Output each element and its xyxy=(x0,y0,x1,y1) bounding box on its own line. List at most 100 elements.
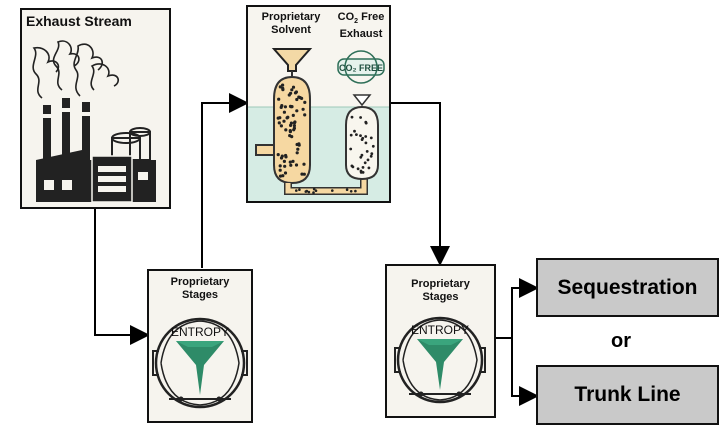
particle-dot xyxy=(307,190,311,194)
particle-dot xyxy=(361,166,365,169)
particle-dot xyxy=(287,93,291,97)
particle-dot xyxy=(291,113,295,117)
particle-dot xyxy=(278,116,282,120)
particle-dot xyxy=(280,104,284,108)
arrow-stage1-to-absorber xyxy=(201,93,249,268)
particle-dot xyxy=(291,85,296,89)
particle-dot xyxy=(349,133,353,137)
particle-dot xyxy=(293,91,298,95)
co2-label-main: CO xyxy=(337,11,355,23)
solvent-label-line2: Solvent xyxy=(271,24,311,36)
arrow-to-sequestration xyxy=(496,278,539,339)
particle-dot xyxy=(367,166,371,170)
particle-dot xyxy=(351,165,355,169)
entropy-logo-icon: ENTROPY xyxy=(394,316,486,404)
particle-dot xyxy=(289,121,293,125)
particle-dot xyxy=(371,144,375,148)
particle-dot xyxy=(295,97,299,102)
stage1-title: Proprietary Stages xyxy=(149,276,251,302)
particle-dot xyxy=(281,83,285,87)
particle-dot xyxy=(363,161,367,165)
particle-dot xyxy=(277,121,281,125)
particle-dot xyxy=(302,162,306,166)
particle-dot xyxy=(364,121,368,125)
particle-dot xyxy=(285,116,289,120)
arrow-exhaust-to-stage1 xyxy=(94,208,150,345)
particle-dot xyxy=(278,164,282,168)
co2-free-label: CO2 Free Exhaust xyxy=(332,11,390,41)
particle-dot xyxy=(349,190,353,193)
stage2-line1: Proprietary xyxy=(411,278,470,290)
particle-dot xyxy=(295,151,299,155)
particle-dot xyxy=(292,124,296,128)
particle-dot xyxy=(359,116,362,119)
entropy-logo-text: ENTROPY xyxy=(171,325,229,339)
or-label: or xyxy=(611,330,631,352)
particle-dot xyxy=(283,164,287,168)
particle-dot xyxy=(288,129,292,133)
particle-dot xyxy=(278,168,282,172)
exhaust-stream-title: Exhaust Stream xyxy=(26,13,132,29)
particle-dot xyxy=(360,138,364,142)
particle-dot xyxy=(356,167,360,171)
particle-dot xyxy=(360,153,364,157)
co2-free-badge: CO₂ FREE xyxy=(339,63,383,73)
particle-dot xyxy=(293,120,297,124)
co2-label-line2: Exhaust xyxy=(339,28,383,41)
particle-dot xyxy=(364,135,368,138)
particle-dot xyxy=(349,147,353,151)
solvent-particles xyxy=(276,83,375,194)
arrow-to-trunk-line xyxy=(511,338,539,406)
particle-dot xyxy=(276,153,280,157)
particle-dot xyxy=(290,88,294,92)
particle-dot xyxy=(278,85,282,89)
particle-dot xyxy=(355,133,358,136)
particle-dot xyxy=(283,105,287,109)
particle-dot xyxy=(301,107,305,111)
stage1-line2: Stages xyxy=(181,289,219,301)
solvent-label: Proprietary Solvent xyxy=(251,11,331,37)
trunk-line-box: Trunk Line xyxy=(536,365,719,425)
particle-dot xyxy=(370,152,374,156)
particle-dot xyxy=(296,147,300,151)
particle-dot xyxy=(304,190,308,193)
particle-dot xyxy=(288,134,292,138)
particle-dot xyxy=(282,119,286,123)
particle-dot xyxy=(359,155,363,159)
factory-icon xyxy=(32,40,156,203)
particle-dot xyxy=(288,160,292,164)
particle-dot xyxy=(278,174,283,178)
particle-dot xyxy=(291,159,295,163)
particle-dot xyxy=(298,188,301,191)
particle-dot xyxy=(289,105,293,109)
proprietary-stages-2: Proprietary Stages ENTROPY xyxy=(385,264,496,418)
particle-dot xyxy=(369,154,373,158)
particle-dot xyxy=(359,171,363,174)
particle-dot xyxy=(295,109,299,113)
sequestration-box: Sequestration xyxy=(536,258,719,317)
particle-dot xyxy=(303,113,307,117)
exhaust-stream-panel: Exhaust Stream xyxy=(20,8,171,209)
absorber-panel: CO₂ FREE Proprietary Solvent CO2 Free Ex… xyxy=(246,5,391,203)
stage2-line2: Stages xyxy=(422,291,459,303)
arrow-absorber-to-stage2 xyxy=(390,102,450,266)
particle-dot xyxy=(350,115,354,119)
particle-dot xyxy=(303,100,307,104)
particle-dot xyxy=(314,189,318,192)
particle-dot xyxy=(292,126,296,130)
particle-dot xyxy=(289,163,293,167)
particle-dot xyxy=(281,86,285,90)
particle-dot xyxy=(279,156,284,160)
particle-dot xyxy=(302,172,306,176)
particle-dot xyxy=(369,136,373,140)
particle-dot xyxy=(283,171,288,175)
particle-dot xyxy=(284,128,288,132)
particle-dot xyxy=(364,141,368,145)
particle-dot xyxy=(300,172,304,176)
particle-dot xyxy=(359,134,362,137)
stage1-line1: Proprietary xyxy=(170,276,230,288)
co2-label-sub: 2 xyxy=(354,18,359,26)
entropy-logo-icon: ENTROPY xyxy=(152,317,248,409)
particle-dot xyxy=(353,129,356,133)
